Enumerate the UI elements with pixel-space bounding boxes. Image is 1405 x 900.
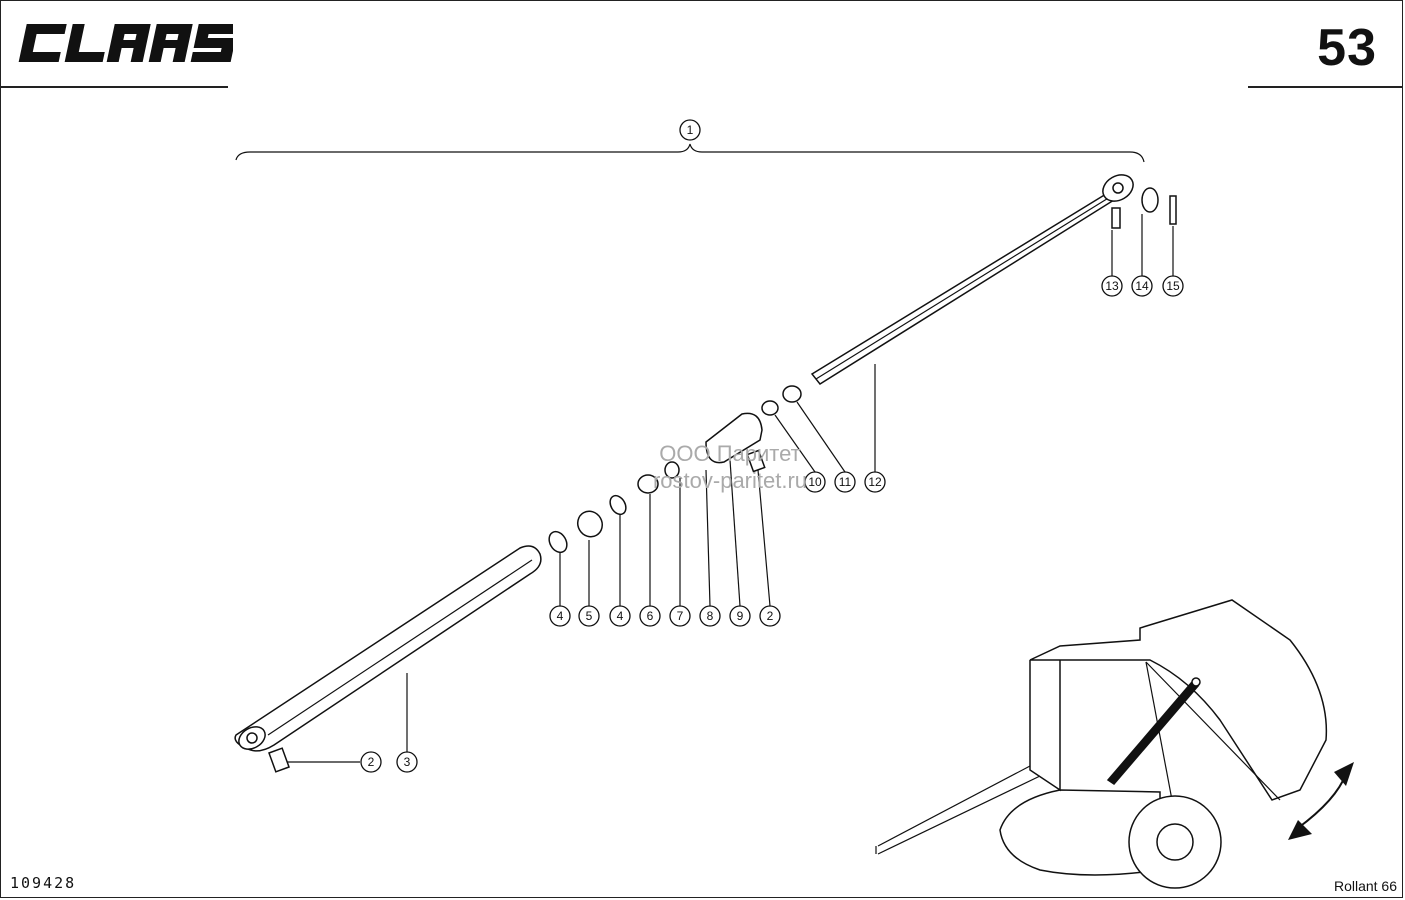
header-rule-right xyxy=(1248,86,1403,88)
callout-7: 7 xyxy=(669,605,691,627)
callout-13: 13 xyxy=(1101,275,1123,297)
assembly-bracket xyxy=(235,143,1145,163)
svg-text:9: 9 xyxy=(737,609,744,623)
callout-10: 10 xyxy=(804,471,826,493)
svg-text:15: 15 xyxy=(1166,279,1180,293)
callout-12: 12 xyxy=(864,471,886,493)
callout-1: 1 xyxy=(679,119,701,141)
baler-location-sketch xyxy=(875,599,1354,889)
svg-text:10: 10 xyxy=(808,475,822,489)
callout-11: 11 xyxy=(834,471,856,493)
callout-5: 5 xyxy=(578,605,600,627)
svg-text:2: 2 xyxy=(767,609,774,623)
svg-text:2: 2 xyxy=(368,755,375,769)
callout-4-a: 4 xyxy=(549,605,571,627)
callout-15: 15 xyxy=(1162,275,1184,297)
callout-8: 8 xyxy=(699,605,721,627)
callout-9: 9 xyxy=(729,605,751,627)
model-name: Rollant 66 xyxy=(1333,878,1397,894)
drawing-number: 109428 xyxy=(10,874,77,892)
svg-text:1: 1 xyxy=(687,123,694,137)
svg-text:6: 6 xyxy=(647,609,654,623)
svg-text:4: 4 xyxy=(557,609,564,623)
cylinder-seals-and-piston xyxy=(548,385,802,554)
svg-text:4: 4 xyxy=(617,609,624,623)
callout-6: 6 xyxy=(639,605,661,627)
svg-text:14: 14 xyxy=(1135,279,1149,293)
callout-2-b: 2 xyxy=(759,605,781,627)
svg-text:7: 7 xyxy=(677,609,684,623)
callout-4-b: 4 xyxy=(609,605,631,627)
svg-text:3: 3 xyxy=(404,755,411,769)
cylinder-tube xyxy=(234,545,542,773)
piston-rod xyxy=(810,174,1134,385)
pin xyxy=(1169,195,1177,225)
callout-14: 14 xyxy=(1131,275,1153,297)
svg-text:8: 8 xyxy=(707,609,714,623)
washer xyxy=(1141,187,1159,213)
page-number: 53 xyxy=(1317,19,1377,77)
callout-2-a: 2 xyxy=(360,751,382,773)
callout-3: 3 xyxy=(396,751,418,773)
svg-text:13: 13 xyxy=(1105,279,1119,293)
svg-text:5: 5 xyxy=(586,609,593,623)
svg-text:11: 11 xyxy=(839,475,852,489)
claas-logo xyxy=(18,24,233,62)
leader-lines xyxy=(287,214,1174,763)
svg-text:12: 12 xyxy=(868,475,882,489)
header-rule-left xyxy=(0,86,228,88)
